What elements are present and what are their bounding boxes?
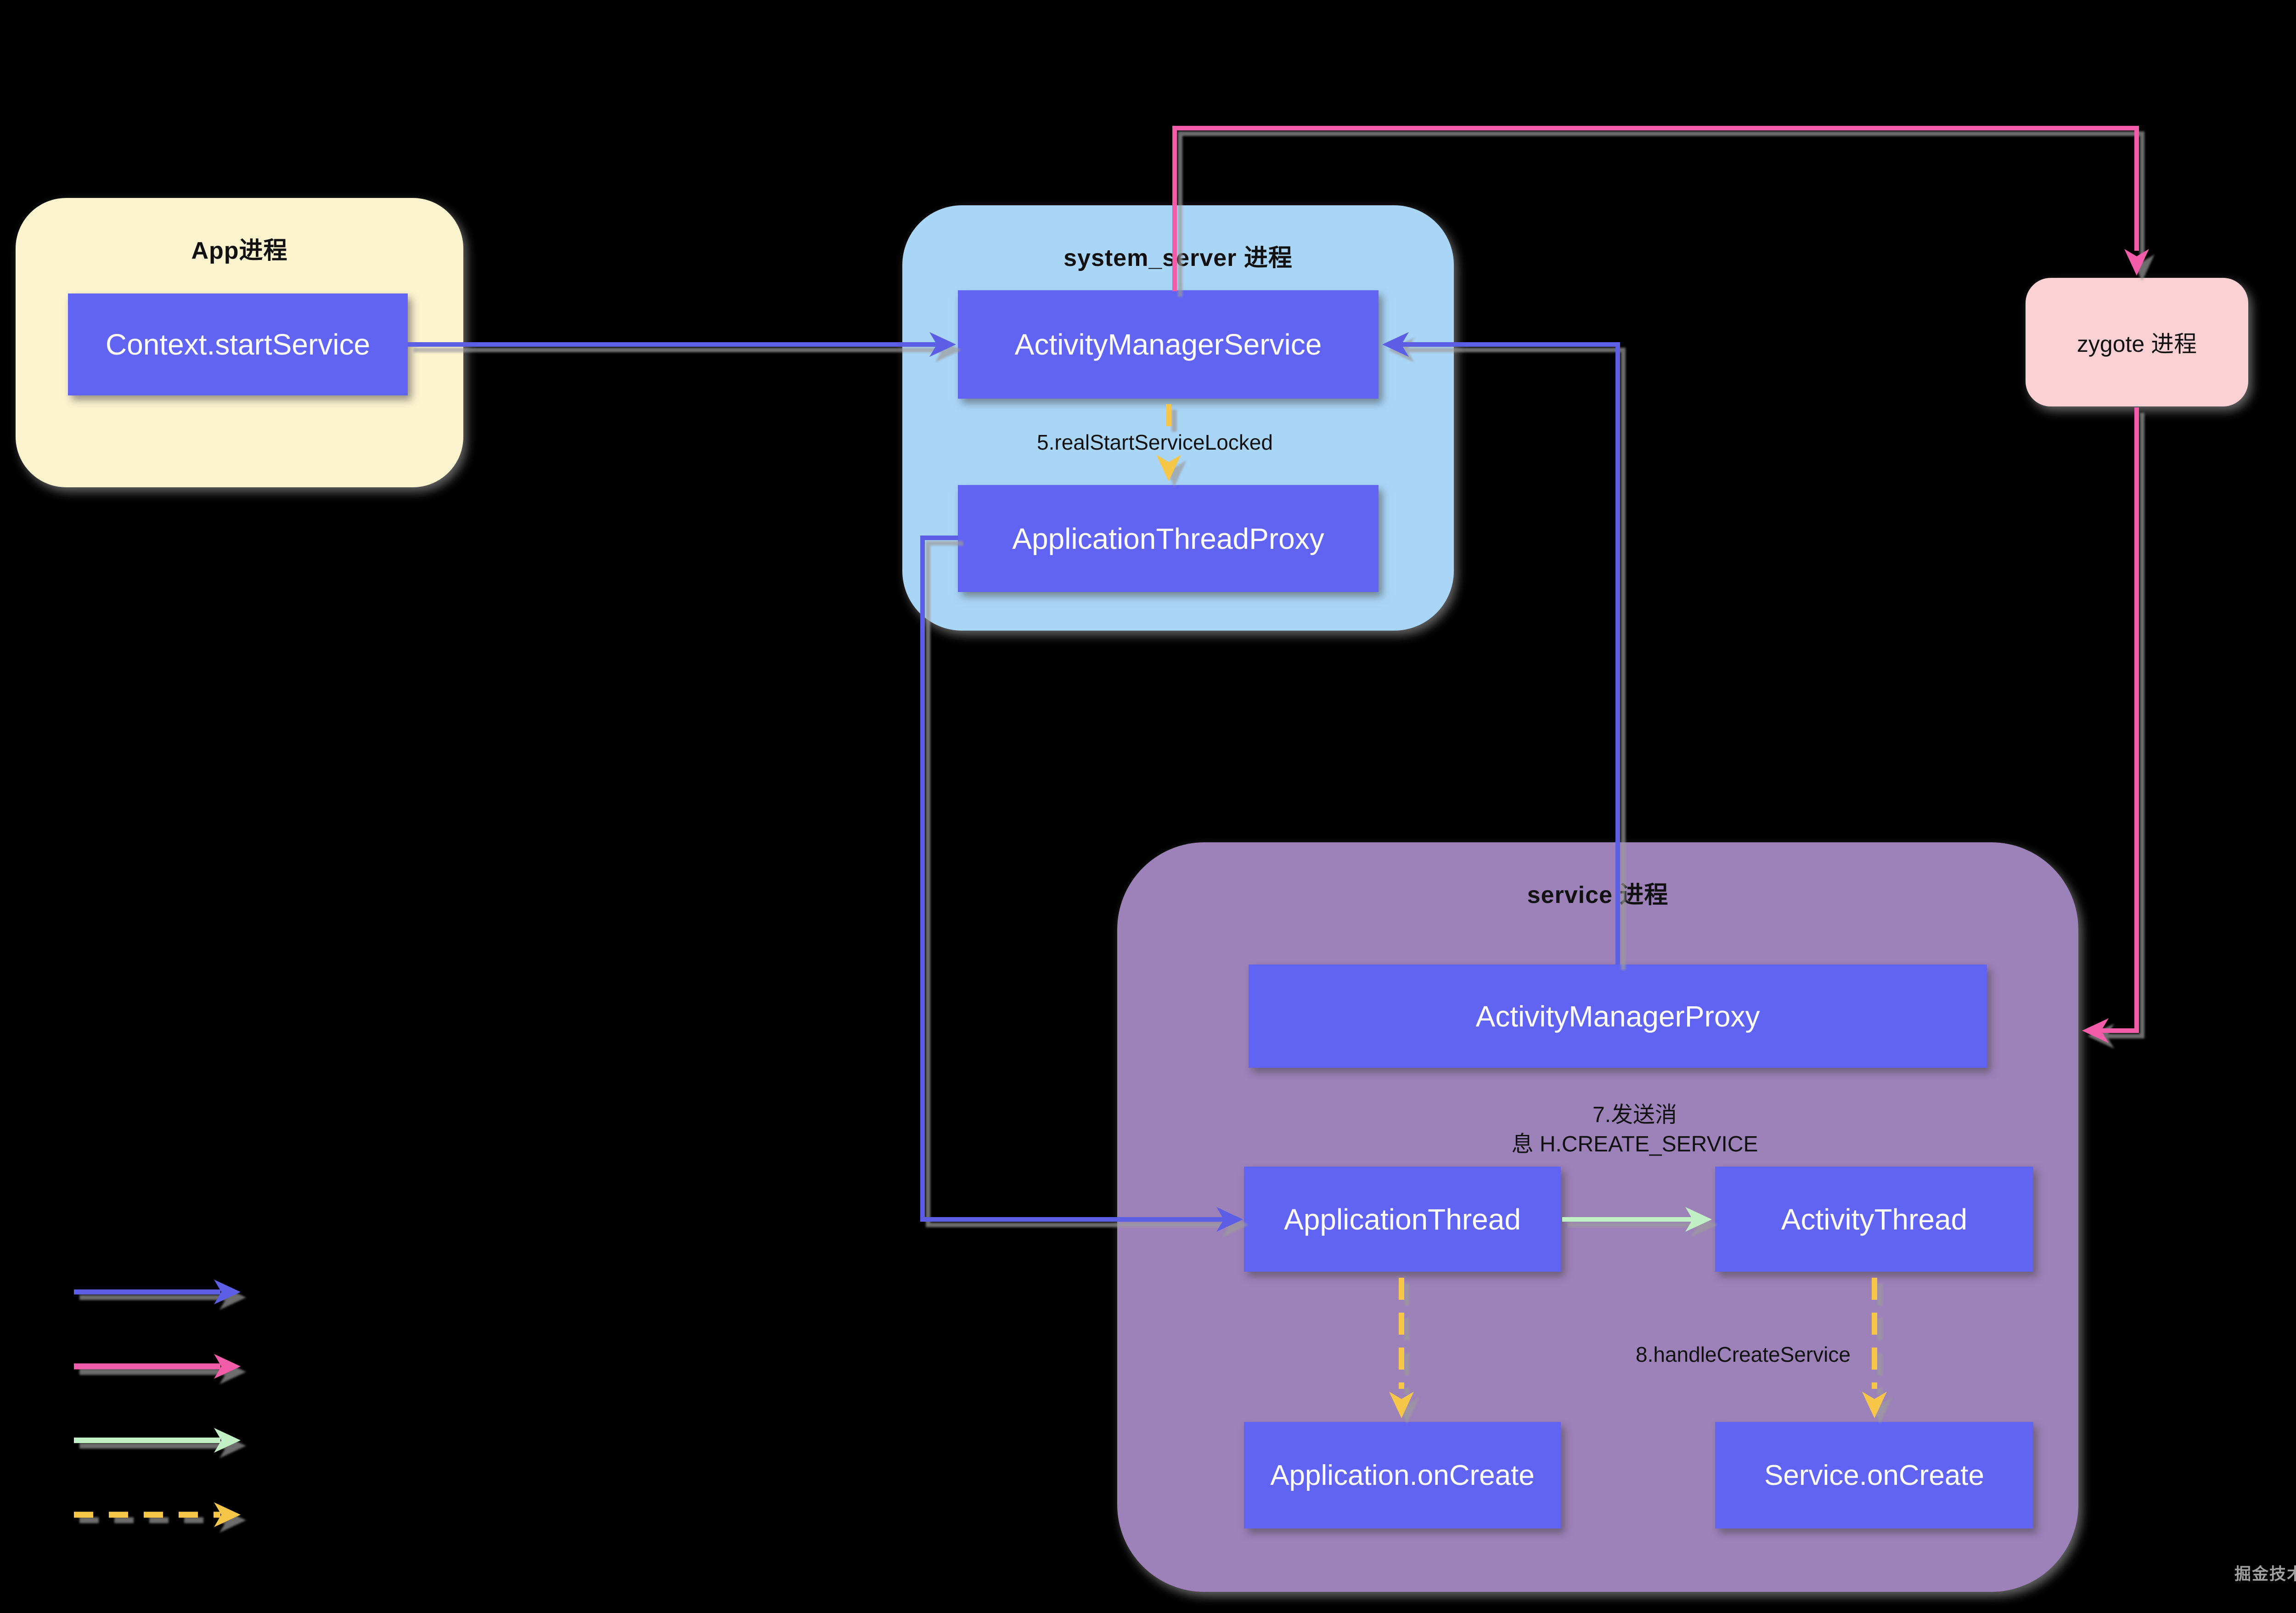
node-label: Application.onCreate: [1270, 1459, 1535, 1491]
arrowhead-right: [214, 1502, 241, 1527]
arrowhead-right: [1216, 1207, 1243, 1232]
node-label: ActivityManagerService: [1014, 328, 1322, 361]
arrow-context-to-ams: [408, 332, 956, 357]
node-label: ApplicationThread: [1284, 1202, 1521, 1236]
node-label: ActivityManagerProxy: [1475, 999, 1760, 1033]
arrowhead-right: [214, 1280, 241, 1304]
process-title-service: service 进程: [1527, 882, 1669, 908]
arrowhead-right: [214, 1428, 241, 1453]
arrowhead-down: [1156, 455, 1181, 481]
arrowhead-down: [1389, 1392, 1414, 1418]
arrow-applicationthread-to-activitythread: [1562, 1207, 1712, 1232]
edge-label-send-message: 7.发送消 息 H.CREATE_SERVICE: [1428, 1100, 1841, 1159]
process-title-zygote: zygote 进程: [2077, 331, 2197, 357]
edge-label-handlecreateservice: 8.handleCreateService: [1636, 1342, 1851, 1366]
node-context-startservice: Context.startService: [68, 293, 408, 395]
node-application-thread-proxy: ApplicationThreadProxy: [958, 485, 1379, 592]
arrow-activitythread-to-service-oncreate: [1862, 1278, 1887, 1418]
node-label: Service.onCreate: [1764, 1459, 1985, 1491]
legend-solid-arrow-icon-pink: [74, 1354, 241, 1379]
arrow-ams-to-atp: [1156, 404, 1181, 481]
process-box-app: App进程 Context.startService: [16, 198, 463, 487]
node-application-oncreate: Application.onCreate: [1244, 1422, 1561, 1528]
node-activity-thread: ActivityThread: [1715, 1167, 2033, 1272]
process-title-app: App进程: [191, 237, 288, 264]
legend-solid-arrow-icon-blue: [74, 1280, 241, 1304]
node-label: Context.startService: [105, 328, 371, 361]
node-activity-manager-proxy: ActivityManagerProxy: [1249, 964, 1987, 1068]
arrow-ams-to-zygote: [1172, 126, 2149, 291]
process-box-system-server: system_server 进程 ActivityManagerService …: [902, 205, 1454, 631]
arrowhead-right: [214, 1354, 241, 1379]
arrowhead-right: [1685, 1207, 1712, 1232]
arrow-zygote-to-service-process: [2082, 407, 2139, 1043]
legend: [74, 1280, 241, 1527]
watermark: 掘金技术社区 @小墙程序员: [2234, 1564, 2296, 1583]
edge-label-send-message-line2: 息 H.CREATE_SERVICE: [1511, 1132, 1758, 1156]
node-label: ActivityThread: [1781, 1202, 1968, 1236]
process-title-system-server: system_server 进程: [1064, 245, 1293, 271]
arrowhead-right: [929, 332, 956, 357]
arrow-atp-to-applicationthread: [920, 536, 1243, 1232]
node-service-oncreate: Service.onCreate: [1715, 1422, 2033, 1528]
legend-dashed-arrow-icon-yellow: [74, 1502, 241, 1527]
arrow-amp-to-ams: [1382, 332, 1620, 964]
arrowhead-down: [1862, 1392, 1887, 1418]
edge-label-realstartservicelocked: 5.realStartServiceLocked: [1037, 430, 1273, 454]
node-label: ApplicationThreadProxy: [1012, 522, 1324, 555]
process-box-zygote: zygote 进程: [2026, 278, 2248, 406]
node-activity-manager-service: ActivityManagerService: [958, 290, 1379, 399]
arrowhead-down: [2124, 249, 2149, 276]
arrowhead-left: [1382, 332, 1409, 357]
node-application-thread: ApplicationThread: [1244, 1167, 1561, 1272]
arrowhead-left: [2082, 1018, 2109, 1043]
legend-solid-arrow-icon-green: [74, 1428, 241, 1453]
edge-label-send-message-line1: 7.发送消: [1592, 1103, 1677, 1127]
arrow-applicationthread-to-application-oncreate: [1389, 1278, 1414, 1418]
